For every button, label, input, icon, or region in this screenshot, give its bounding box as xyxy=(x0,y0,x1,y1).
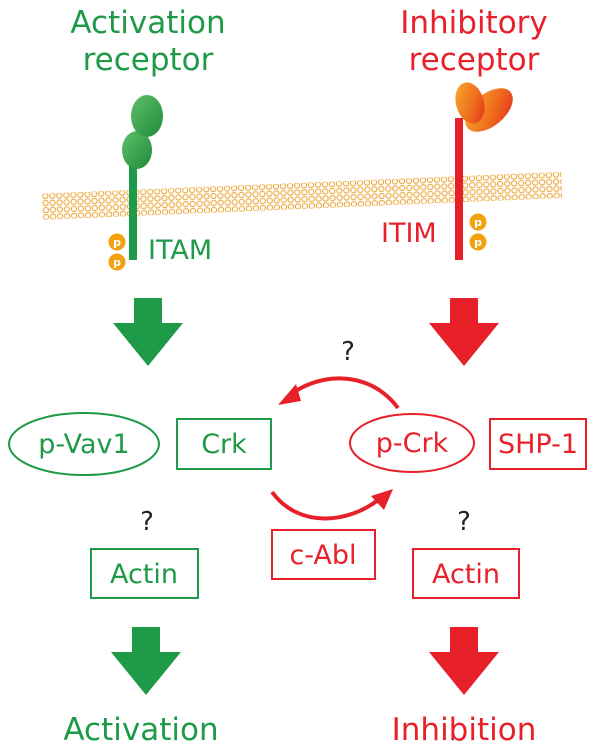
crk-label: Crk xyxy=(201,429,247,460)
actin-left-box xyxy=(90,548,199,599)
phosphorylation-curve-arrow xyxy=(270,490,380,521)
inhibition-arrow-lower-icon xyxy=(429,627,499,695)
question-mark-left: ? xyxy=(140,507,154,537)
arrowhead-icon xyxy=(278,384,301,405)
inhibitory-receptor-title-line2: receptor xyxy=(409,42,540,78)
question-mark-right: ? xyxy=(457,507,471,537)
activation-receptor-stem xyxy=(129,140,137,260)
inhibition-outcome: Inhibition xyxy=(392,712,537,748)
p-crk-label: p-Crk xyxy=(376,428,449,459)
actin-right-label: Actin xyxy=(432,559,500,590)
inhibitory-receptor-title-line1: Inhibitory xyxy=(400,5,548,41)
p-vav1-label: p-Vav1 xyxy=(38,429,129,460)
inhibitory-receptor-stem xyxy=(455,118,463,260)
actin-left-label: Actin xyxy=(110,559,178,590)
activation-receptor-domain-lower xyxy=(122,131,152,169)
shp1-label: SHP-1 xyxy=(498,429,578,460)
p-vav1-ellipse xyxy=(8,412,160,476)
p-crk-ellipse xyxy=(349,413,475,473)
activation-receptor-title-line2: receptor xyxy=(83,42,214,78)
activation-receptor-domain-upper xyxy=(131,95,163,137)
phosphate-icon xyxy=(469,213,487,231)
activation-receptor-title-line1: Activation xyxy=(70,5,225,41)
itam-label: ITAM xyxy=(148,235,212,266)
activation-arrow-upper-icon xyxy=(113,298,183,366)
activation-outcome: Activation xyxy=(63,712,218,748)
phosphate-label: p xyxy=(474,216,482,229)
inhibition-arrow-upper-icon xyxy=(429,298,499,366)
itim-label: ITIM xyxy=(381,218,437,249)
phosphate-label: p xyxy=(113,256,121,269)
arrowhead-icon xyxy=(371,489,393,510)
activation-receptor xyxy=(122,95,163,260)
shp1-box xyxy=(489,418,587,470)
dephosphorylation-curve-arrow xyxy=(288,376,400,410)
cell-membrane xyxy=(41,171,563,220)
activation-arrow-lower-icon xyxy=(111,627,181,695)
crk-box xyxy=(176,418,272,470)
inhibitory-receptor-domain-left xyxy=(455,82,485,124)
itim-phosphates: p p xyxy=(469,213,487,251)
phosphate-label: p xyxy=(113,236,121,249)
actin-right-box xyxy=(412,548,520,599)
itam-phosphates: p p xyxy=(108,233,126,271)
phosphate-label: p xyxy=(474,236,482,249)
phosphate-icon xyxy=(469,233,487,251)
c-abl-box xyxy=(271,529,376,580)
phosphate-icon xyxy=(108,253,126,271)
phosphate-icon xyxy=(108,233,126,251)
question-mark-top: ? xyxy=(341,337,355,367)
c-abl-label: c-Abl xyxy=(289,540,356,571)
inhibitory-receptor xyxy=(455,82,513,260)
